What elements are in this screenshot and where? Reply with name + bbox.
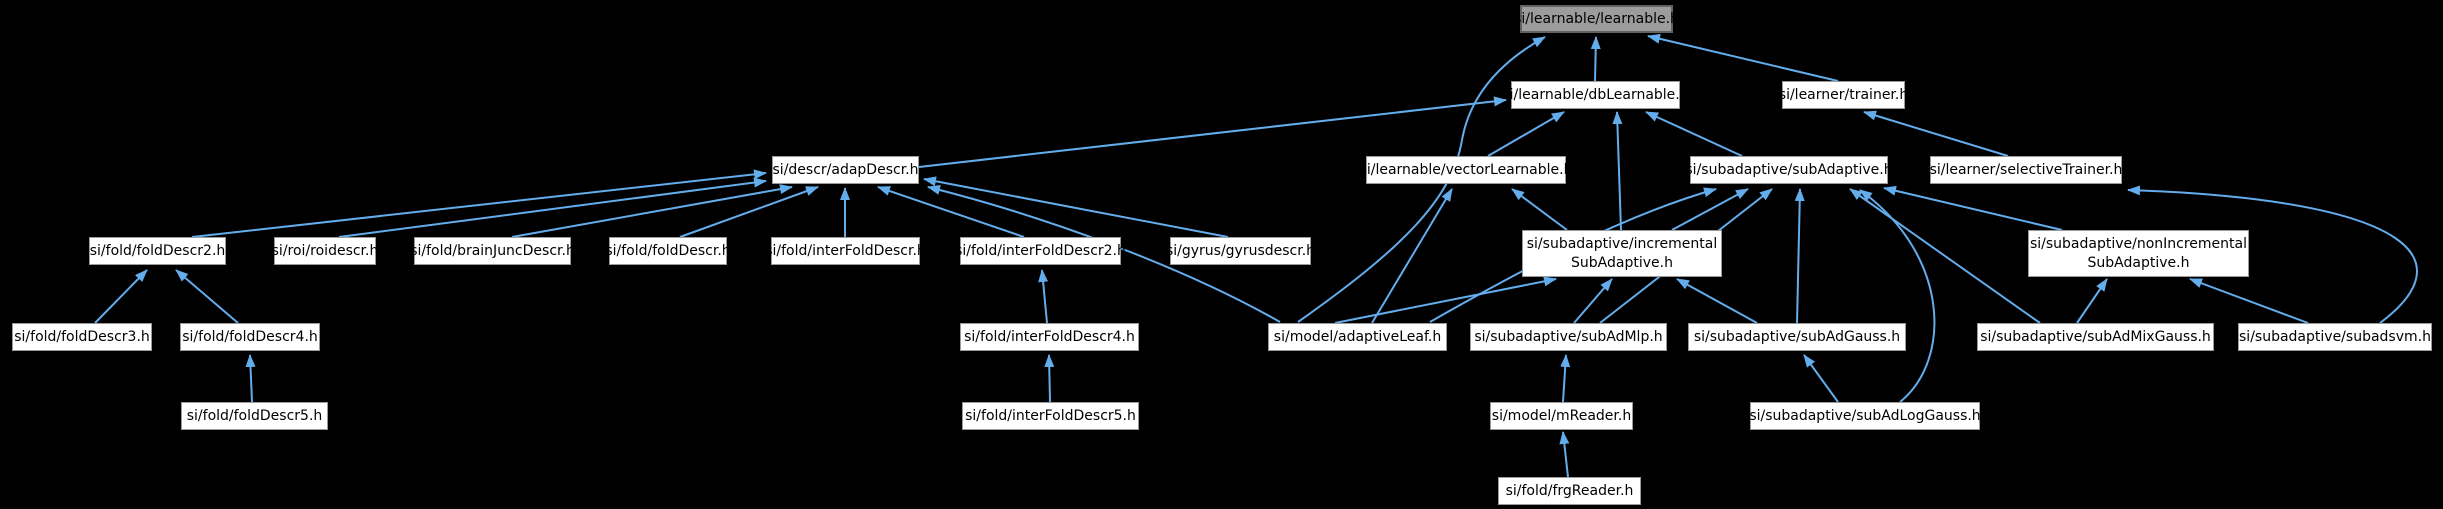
node-subadsvm[interactable]: si/subadaptive/subadsvm.h [2238, 323, 2432, 351]
node-label: si/subadaptive/subAdMixGauss.h [1980, 328, 2211, 345]
node-label: si/learner/trainer.h [1778, 86, 1909, 103]
node-interFoldDescr2[interactable]: si/fold/interFoldDescr2.h [955, 237, 1126, 265]
node-label: si/fold/interFoldDescr2.h [955, 242, 1126, 259]
edge-subAdLogGauss-to-subAdaptive [1859, 189, 1936, 403]
node-interFoldDescr4[interactable]: si/fold/interFoldDescr4.h [960, 323, 1139, 351]
node-label: si/subadaptive/subAdGauss.h [1693, 328, 1901, 345]
node-frgReader[interactable]: si/fold/frgReader.h [1498, 477, 1641, 505]
node-adapDescr[interactable]: si/descr/adapDescr.h [772, 156, 919, 184]
edge-subAdMixGauss-to-nonIncremental [2076, 278, 2108, 324]
edge-subAdMlp-to-incremental [1573, 278, 1613, 324]
node-label: si/fold/foldDescr2.h [89, 242, 226, 259]
node-foldDescr[interactable]: si/fold/foldDescr.h [605, 237, 731, 265]
node-trainer[interactable]: si/learner/trainer.h [1778, 81, 1909, 109]
node-foldDescr2[interactable]: si/fold/foldDescr2.h [89, 237, 226, 265]
edge-trainer-to-learnable [1647, 33, 1839, 82]
node-label: si/learnable/dbLearnable.h [1502, 86, 1689, 103]
edge-foldDescr3-to-foldDescr2 [94, 269, 148, 324]
edge-adapDescr-to-dbLearnable [918, 96, 1507, 168]
node-label: si/subadaptive/subadsvm.h [2239, 328, 2431, 345]
node-label: si/subadaptive/subAdaptive.h [1685, 161, 1893, 178]
edge-subAdLogGauss-to-subAdGauss [1803, 354, 1839, 403]
node-label: si/model/adaptiveLeaf.h [1273, 328, 1442, 345]
edge-interFoldDescr5-to-interFoldDescr4 [1044, 354, 1055, 403]
edge-nonIncremental-to-subAdaptive [1883, 185, 2063, 231]
node-subAdGauss[interactable]: si/subadaptive/subAdGauss.h [1688, 323, 1906, 351]
node-foldDescr4[interactable]: si/fold/foldDescr4.h [180, 323, 320, 351]
edge-incremental-to-subAdaptive [1671, 188, 1749, 231]
node-label: si/subadaptive/incremental SubAdaptive.h [1526, 236, 1718, 271]
node-label: si/fold/interFoldDescr.h [765, 242, 926, 259]
edge-interFoldDescr4-to-interFoldDescr2 [1038, 269, 1049, 324]
node-incremental[interactable]: si/subadaptive/incremental SubAdaptive.h [1522, 230, 1722, 277]
node-label: si/fold/interFoldDescr4.h [964, 328, 1135, 345]
edge-roidescr-to-adapDescr [338, 177, 767, 238]
edge-vectorLearnable-to-dbLearnable [1487, 111, 1565, 157]
node-learnable[interactable]: si/learnable/learnable.h [1514, 5, 1679, 33]
node-label: si/subadaptive/subAdMlp.h [1474, 328, 1663, 345]
node-interFoldDescr5[interactable]: si/fold/interFoldDescr5.h [962, 402, 1139, 430]
node-subAdaptive[interactable]: si/subadaptive/subAdaptive.h [1685, 156, 1893, 184]
node-label: si/fold/frgReader.h [1505, 482, 1634, 499]
edge-foldDescr-to-adapDescr [679, 186, 819, 238]
edge-selectiveTrainer-to-trainer [1863, 110, 2009, 157]
node-subAdMixGauss[interactable]: si/subadaptive/subAdMixGauss.h [1977, 323, 2214, 351]
edge-mReader-to-subAdMlp [1560, 354, 1571, 403]
edge-subAdGauss-to-subAdaptive [1794, 188, 1805, 324]
edge-adaptiveLeaf-to-vectorLearnable [1371, 188, 1453, 324]
node-label: si/fold/foldDescr4.h [182, 328, 318, 345]
node-label: si/fold/interFoldDescr5.h [965, 407, 1136, 424]
node-interFoldDescr[interactable]: si/fold/interFoldDescr.h [765, 237, 926, 265]
node-gyrusdescr[interactable]: si/gyrus/gyrusdescr.h [1166, 237, 1315, 265]
node-foldDescr5[interactable]: si/fold/foldDescr5.h [181, 402, 328, 430]
edge-foldDescr2-to-adapDescr [191, 169, 767, 238]
edge-foldDescr5-to-foldDescr4 [245, 354, 256, 403]
node-roidescr[interactable]: si/roi/roidescr.h [271, 237, 379, 265]
node-dbLearnable[interactable]: si/learnable/dbLearnable.h [1502, 81, 1689, 109]
node-nonIncremental[interactable]: si/subadaptive/nonIncremental SubAdaptiv… [2028, 230, 2249, 277]
edge-foldDescr4-to-foldDescr2 [175, 269, 239, 324]
node-label: si/fold/brainJuncDescr.h [410, 242, 575, 259]
edge-adaptiveLeaf-to-learnable [1297, 36, 1546, 323]
edge-interFoldDescr2-to-adapDescr [877, 186, 1025, 238]
node-label: si/learnable/vectorLearnable.h [1359, 161, 1573, 178]
edge-subadsvm-to-selectiveTrainer [2127, 185, 2418, 324]
node-label: si/descr/adapDescr.h [772, 161, 919, 178]
node-adaptiveLeaf[interactable]: si/model/adaptiveLeaf.h [1268, 323, 1447, 351]
edge-subAdGauss-to-incremental [1676, 278, 1758, 324]
edge-incremental-to-dbLearnable [1612, 111, 1623, 231]
edge-frgReader-to-mReader [1559, 431, 1570, 478]
edge-gyrusdescr-to-adapDescr [923, 176, 1229, 238]
node-brainJuncDescr[interactable]: si/fold/brainJuncDescr.h [410, 237, 575, 265]
node-label: si/roi/roidescr.h [271, 242, 379, 259]
edge-subAdMixGauss-to-subAdaptive [1849, 188, 2041, 324]
node-label: si/fold/foldDescr.h [605, 242, 731, 259]
node-vectorLearnable[interactable]: si/learnable/vectorLearnable.h [1360, 156, 1572, 184]
edge-subAdaptive-to-dbLearnable [1645, 111, 1743, 157]
node-subAdMlp[interactable]: si/subadaptive/subAdMlp.h [1470, 323, 1667, 351]
node-selectiveTrainer[interactable]: si/learner/selectiveTrainer.h [1930, 156, 2122, 184]
node-foldDescr3[interactable]: si/fold/foldDescr3.h [12, 323, 152, 351]
node-label: si/fold/foldDescr3.h [14, 328, 150, 345]
node-subAdLogGauss[interactable]: si/subadaptive/subAdLogGauss.h [1749, 402, 1981, 430]
node-label: si/model/mReader.h [1491, 407, 1632, 424]
node-label: si/learner/selectiveTrainer.h [1929, 161, 2123, 178]
node-label: si/learnable/learnable.h [1514, 10, 1679, 27]
edge-brainJuncDescr-to-adapDescr [511, 184, 793, 238]
edge-incremental-to-vectorLearnable [1511, 188, 1568, 231]
edge-dbLearnable-to-learnable [1590, 36, 1601, 82]
node-label: si/subadaptive/subAdLogGauss.h [1749, 407, 1981, 424]
edge-subadsvm-to-nonIncremental [2189, 278, 2309, 324]
node-mReader[interactable]: si/model/mReader.h [1490, 402, 1633, 430]
edge-adaptiveLeaf-to-incremental [1334, 276, 1557, 324]
node-label: si/fold/foldDescr5.h [186, 407, 323, 424]
node-label: si/gyrus/gyrusdescr.h [1165, 242, 1316, 259]
node-label: si/subadaptive/nonIncremental SubAdaptiv… [2029, 236, 2248, 271]
